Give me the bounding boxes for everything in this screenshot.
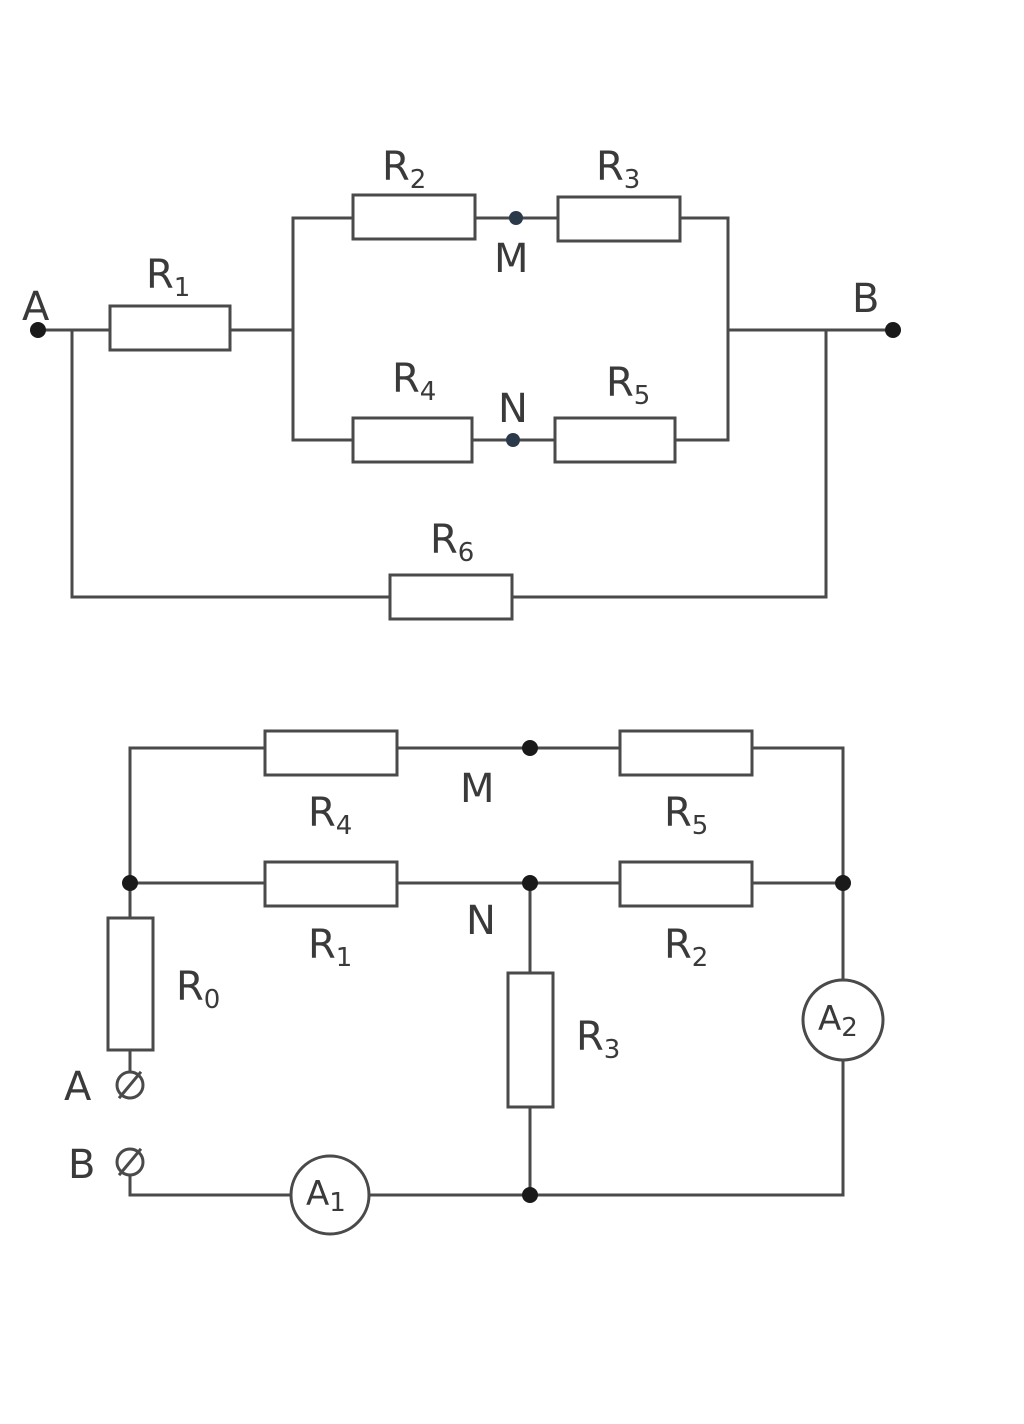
node-n-dot bbox=[522, 875, 538, 891]
label-node-m: M bbox=[494, 236, 529, 282]
label-r0: R0 bbox=[176, 964, 220, 1015]
label-a1: A1 bbox=[306, 1174, 346, 1218]
label-terminal-a: A bbox=[64, 1064, 92, 1110]
node-bottom-dot bbox=[522, 1187, 538, 1203]
label-r5: R5 bbox=[664, 790, 708, 841]
node-right-dot bbox=[835, 875, 851, 891]
node-left-dot bbox=[122, 875, 138, 891]
label-r1: R1 bbox=[308, 922, 352, 973]
label-terminal-b: B bbox=[68, 1142, 95, 1188]
resistor-r3 bbox=[556, 195, 682, 243]
label-a2: A2 bbox=[818, 999, 858, 1043]
node-m-dot bbox=[522, 740, 538, 756]
resistor-r5 bbox=[553, 416, 677, 464]
resistor-r1 bbox=[108, 304, 232, 352]
resistor-r5 bbox=[618, 729, 754, 777]
terminal-b-symbol bbox=[115, 1147, 145, 1177]
label-r3: R3 bbox=[576, 1014, 620, 1065]
resistor-r6 bbox=[388, 573, 514, 621]
label-r4: R4 bbox=[392, 356, 436, 407]
label-r3: R3 bbox=[596, 144, 640, 195]
label-terminal-b: B bbox=[852, 276, 879, 322]
resistor-r0 bbox=[106, 916, 155, 1052]
ammeter-a1 bbox=[289, 1154, 371, 1236]
terminal-b-dot bbox=[885, 322, 901, 338]
label-r2: R2 bbox=[664, 922, 708, 973]
resistor-r2 bbox=[351, 193, 477, 241]
node-m-dot bbox=[509, 211, 523, 225]
label-terminal-a: A bbox=[22, 284, 50, 330]
resistor-r4 bbox=[351, 416, 474, 464]
terminal-a-dot bbox=[30, 322, 46, 338]
node-n-dot bbox=[506, 433, 520, 447]
label-r2: R2 bbox=[382, 144, 426, 195]
resistor-r3 bbox=[506, 971, 555, 1109]
top-circuit: A B M N R1 R2 R3 R4 R5 R6 bbox=[22, 144, 901, 621]
resistor-r4 bbox=[263, 729, 399, 777]
bottom-circuit: A B M N R4 R5 R1 R2 R0 R3 A1 A2 bbox=[64, 729, 885, 1236]
terminal-a-symbol bbox=[115, 1070, 145, 1100]
label-node-n: N bbox=[466, 898, 496, 944]
resistor-r1 bbox=[263, 860, 399, 908]
label-node-m: M bbox=[460, 766, 495, 812]
label-node-n: N bbox=[498, 386, 528, 432]
resistor-r2 bbox=[618, 860, 754, 908]
ammeter-a2 bbox=[801, 978, 885, 1062]
label-r5: R5 bbox=[606, 360, 650, 411]
label-r1: R1 bbox=[146, 252, 190, 303]
label-r4: R4 bbox=[308, 790, 352, 841]
label-r6: R6 bbox=[430, 517, 474, 568]
